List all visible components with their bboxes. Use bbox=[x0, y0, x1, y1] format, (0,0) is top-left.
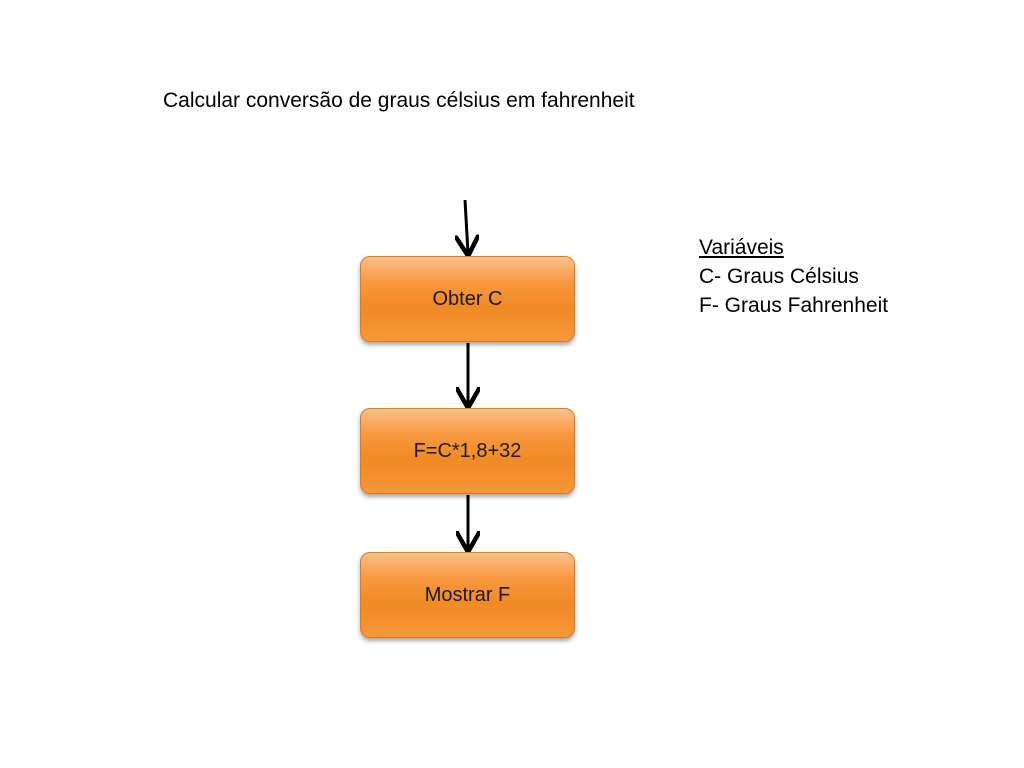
variable-item-f: F- Graus Fahrenheit bbox=[699, 294, 889, 317]
page-title: Calcular conversão de graus célsius em f… bbox=[163, 89, 635, 112]
flow-step-obter-c[interactable]: Obter C bbox=[360, 256, 575, 342]
variable-item-c: C- Graus Célsius bbox=[699, 265, 859, 288]
flow-step-label: Obter C bbox=[432, 287, 503, 310]
flow-step-mostrar-f[interactable]: Mostrar F bbox=[360, 552, 575, 638]
flow-step-label: Mostrar F bbox=[424, 583, 511, 606]
flow-step-formula[interactable]: F=C*1,8+32 bbox=[360, 408, 575, 494]
entry-arrow bbox=[465, 199, 468, 253]
variables-legend: Variáveis C- Graus Célsius F- Graus Fahr… bbox=[699, 233, 888, 320]
flow-step-label: F=C*1,8+32 bbox=[413, 439, 522, 462]
variables-heading: Variáveis bbox=[699, 236, 784, 259]
